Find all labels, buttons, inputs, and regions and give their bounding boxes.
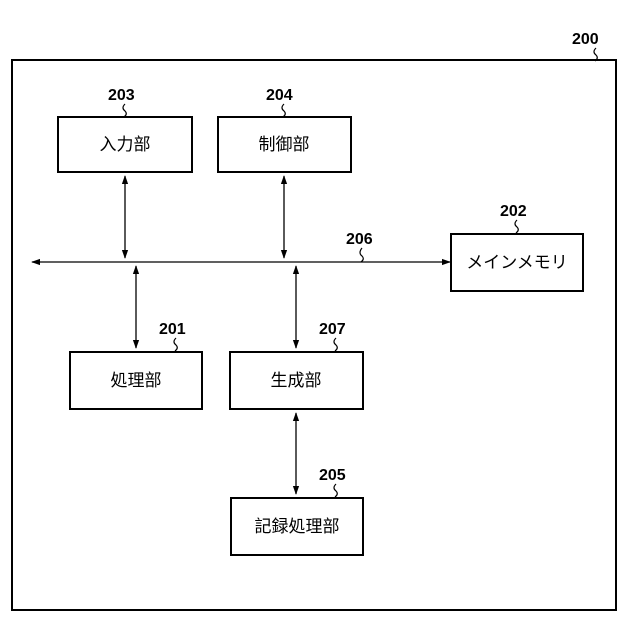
mainmemory-ref-label: 202 — [500, 203, 527, 220]
input-block-label: 入力部 — [100, 135, 151, 155]
system-ref-label: 200 — [572, 31, 599, 48]
mainmemory-ref-leader — [515, 220, 518, 233]
processing-ref-label: 201 — [159, 321, 186, 338]
control-ref-leader — [282, 104, 285, 117]
control-ref-label: 204 — [266, 87, 293, 104]
generation-ref-label: 207 — [319, 321, 346, 338]
bus-ref-leader — [360, 248, 363, 262]
bus-ref-label: 206 — [346, 231, 373, 248]
recording-block-label: 記録処理部 — [255, 517, 340, 537]
processing-ref-leader — [174, 338, 177, 351]
recording-ref-label: 205 — [319, 467, 346, 484]
mainmemory-block-label: メインメモリ — [466, 253, 568, 273]
processing-block-label: 処理部 — [111, 371, 162, 391]
input-ref-label: 203 — [108, 87, 135, 104]
input-ref-leader — [123, 104, 126, 117]
generation-ref-leader — [334, 338, 337, 351]
generation-block-label: 生成部 — [271, 371, 322, 391]
recording-ref-leader — [334, 484, 337, 497]
control-block-label: 制御部 — [259, 135, 310, 155]
